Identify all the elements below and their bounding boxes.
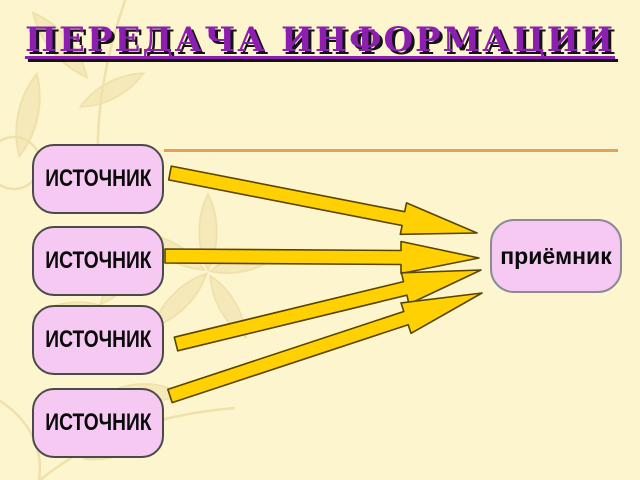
arrow-source-2-to-receiver	[164, 240, 480, 275]
source-box-3: ИСТОЧНИК	[32, 305, 164, 375]
arrow-source-3-to-receiver	[173, 269, 482, 352]
receiver-box: приёмник	[490, 219, 622, 293]
source-box-4: ИСТОЧНИК	[32, 388, 164, 458]
source-box-1: ИСТОЧНИК	[32, 144, 164, 214]
source-box-2-label: ИСТОЧНИК	[44, 247, 152, 274]
source-box-3-label: ИСТОЧНИК	[44, 326, 152, 353]
source-box-4-label: ИСТОЧНИК	[44, 409, 152, 436]
divider-line	[164, 149, 618, 152]
arrow-source-1-to-receiver	[167, 165, 478, 236]
slide-title: ПЕРЕДАЧА ИНФОРМАЦИИ	[24, 20, 616, 60]
source-box-2: ИСТОЧНИК	[32, 226, 164, 296]
source-box-1-label: ИСТОЧНИК	[44, 165, 152, 192]
arrow-source-4-to-receiver	[167, 292, 483, 404]
receiver-box-label: приёмник	[500, 242, 612, 269]
